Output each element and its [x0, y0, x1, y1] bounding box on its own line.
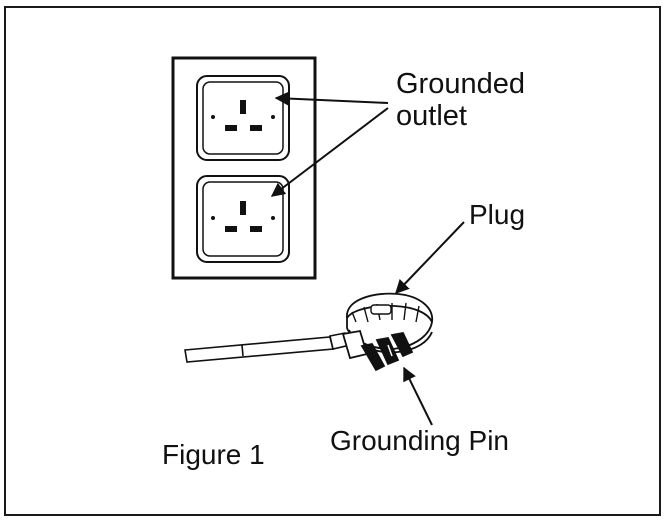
- plug-arrow: [395, 221, 465, 295]
- grounding-pin-arrow: [403, 366, 433, 426]
- power-cord-icon: [184, 332, 352, 363]
- top-outlet-icon: [196, 75, 290, 161]
- plug-icon: [341, 292, 433, 372]
- figure-caption: Figure 1: [162, 439, 265, 470]
- grounded-outlet-label-line1: Grounded: [396, 68, 525, 100]
- bottom-outlet-icon: [196, 175, 290, 263]
- grounded-outlet-label-line2: outlet: [396, 100, 467, 132]
- plug-label: Plug: [469, 199, 526, 230]
- figure-frame: [4, 6, 661, 516]
- outlet-arrows: [270, 91, 389, 197]
- grounding-pin-label: Grounding Pin: [330, 425, 510, 456]
